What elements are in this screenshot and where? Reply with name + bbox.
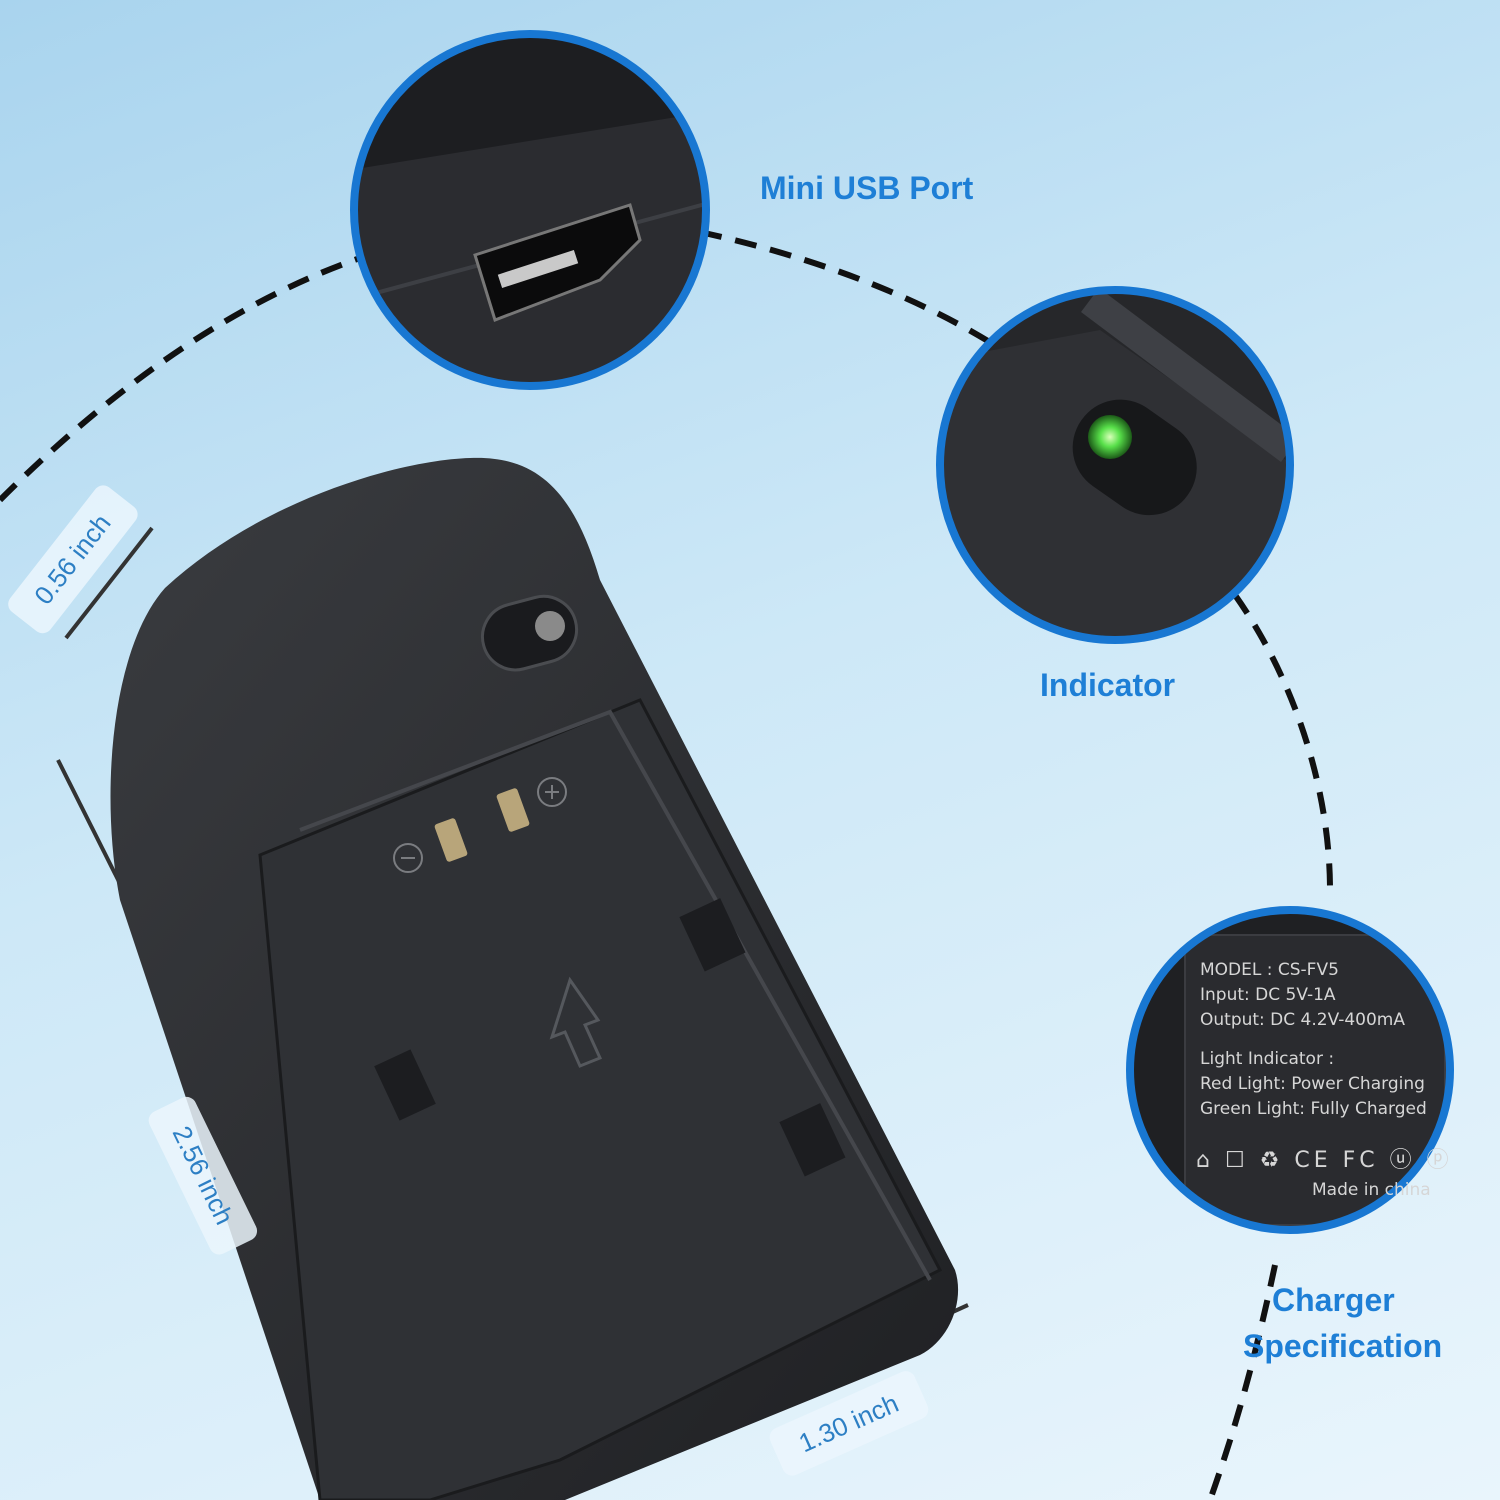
spec-green-light: Green Light: Fully Charged — [1200, 1099, 1427, 1119]
spec-light-title: Light Indicator : — [1200, 1049, 1335, 1069]
spec-callout-line2: Specification — [1243, 1328, 1443, 1364]
indicator-callout: Indicator — [1040, 667, 1176, 703]
spec-model: MODEL : CS-FV5 — [1200, 960, 1339, 980]
spec-made-in: Made in china — [1312, 1180, 1431, 1200]
spec-label-zoom — [1126, 906, 1454, 1234]
spec-label-text: MODEL : CS-FV5 Input: DC 5V-1A Output: D… — [1200, 958, 1427, 1122]
indicator-zoom — [936, 286, 1294, 644]
spec-callout-line1: Charger — [1272, 1282, 1395, 1318]
indicator-led-off — [535, 611, 565, 641]
depth-dimension-line — [64, 526, 154, 640]
green-led-icon — [1088, 415, 1132, 459]
minus-symbol-icon — [393, 843, 423, 873]
dashed-connector-arc — [0, 229, 1333, 1500]
insert-arrow-icon — [549, 976, 603, 1068]
usb-port-callout: Mini USB Port — [760, 170, 974, 206]
positive-terminal — [496, 788, 530, 832]
certification-marks-icon: ⌂ ☐ ♻ CE FC ⓤ ⓟ — [1196, 1148, 1453, 1173]
plus-symbol-icon — [537, 777, 567, 807]
spec-output: Output: DC 4.2V-400mA — [1200, 1010, 1405, 1030]
spec-input: Input: DC 5V-1A — [1200, 985, 1336, 1005]
spec-red-light: Red Light: Power Charging — [1200, 1074, 1425, 1094]
charger-body — [110, 457, 959, 1500]
usb-port-zoom — [350, 30, 710, 390]
negative-terminal — [434, 818, 468, 862]
